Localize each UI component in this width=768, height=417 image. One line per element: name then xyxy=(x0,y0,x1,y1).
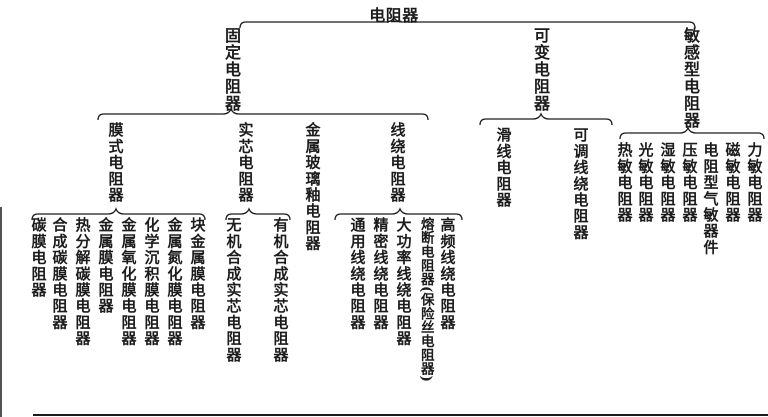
node-general-wirewound-resistor: 通用线绕电阻器 xyxy=(348,217,367,331)
node-slide-wire-resistor: 滑线电阻器 xyxy=(494,127,513,208)
node-force-resistor: 力敏电阻器 xyxy=(745,142,764,223)
node-organic-solid-core-resistor: 有机合成实芯电阻器 xyxy=(271,217,290,363)
node-solid-core-resistor: 实芯电阻器 xyxy=(236,122,255,203)
brace-solid-core-resistor xyxy=(225,207,291,221)
node-varistor: 压敏电阻器 xyxy=(680,142,699,223)
node-gas-sensitive-device: 电阻型气敏器件 xyxy=(701,142,720,256)
node-high-frequency-wirewound-resistor: 高频线绕电阻器 xyxy=(438,217,457,331)
node-chemical-deposition-film-resistor: 化学沉积膜电阻器 xyxy=(142,217,161,347)
node-thermistor: 热敏电阻器 xyxy=(615,142,634,223)
brace-fixed-resistor xyxy=(97,107,429,121)
node-wirewound-resistor: 线绕电阻器 xyxy=(388,122,407,203)
node-magneto-resistor: 磁敏电阻器 xyxy=(723,142,742,223)
node-high-power-wirewound-resistor: 大功率线绕电阻器 xyxy=(394,217,413,347)
brace-variable-resistor xyxy=(479,112,613,126)
brace-resistor xyxy=(239,15,696,29)
node-photo-resistor: 光敏电阻器 xyxy=(636,142,655,223)
node-bulk-metal-film-resistor: 块金属膜电阻器 xyxy=(188,217,207,331)
brace-sensitive-resistor xyxy=(619,126,765,140)
node-metal-film-resistor: 金属膜电阻器 xyxy=(96,217,115,315)
node-fixed-resistor: 固定电阻器 xyxy=(222,27,241,112)
node-metal-nitride-film-resistor: 金属氮化膜电阻器 xyxy=(165,217,184,347)
brace-wirewound-resistor xyxy=(334,207,463,221)
node-pyrolytic-carbon-film-resistor: 热分解碳膜电阻器 xyxy=(73,217,92,347)
node-humidity-resistor: 湿敏电阻器 xyxy=(658,142,677,223)
node-adjustable-wirewound-resistor: 可调线绕电阻器 xyxy=(571,127,590,241)
node-synthetic-carbon-film-resistor: 合成碳膜电阻器 xyxy=(50,217,69,331)
node-variable-resistor: 可变电阻器 xyxy=(531,27,550,112)
node-fuse-resistor: 熔断电阻器(保险丝电阻器) xyxy=(417,217,434,383)
node-metal-oxide-film-resistor: 金属氧化膜电阻器 xyxy=(119,217,138,347)
node-carbon-film-resistor: 碳膜电阻器 xyxy=(29,217,48,298)
node-sensitive-resistor: 敏感型电阻器 xyxy=(681,27,700,129)
node-inorganic-solid-core-resistor: 无机合成实芯电阻器 xyxy=(224,217,243,363)
brace-film-resistor xyxy=(31,207,206,221)
node-film-resistor: 膜式电阻器 xyxy=(106,122,125,203)
node-metal-glaze-resistor: 金属玻璃釉电阻器 xyxy=(303,122,322,252)
node-precision-wirewound-resistor: 精密线绕电阻器 xyxy=(371,217,390,331)
node-resistor: 电阻器 xyxy=(369,6,419,25)
